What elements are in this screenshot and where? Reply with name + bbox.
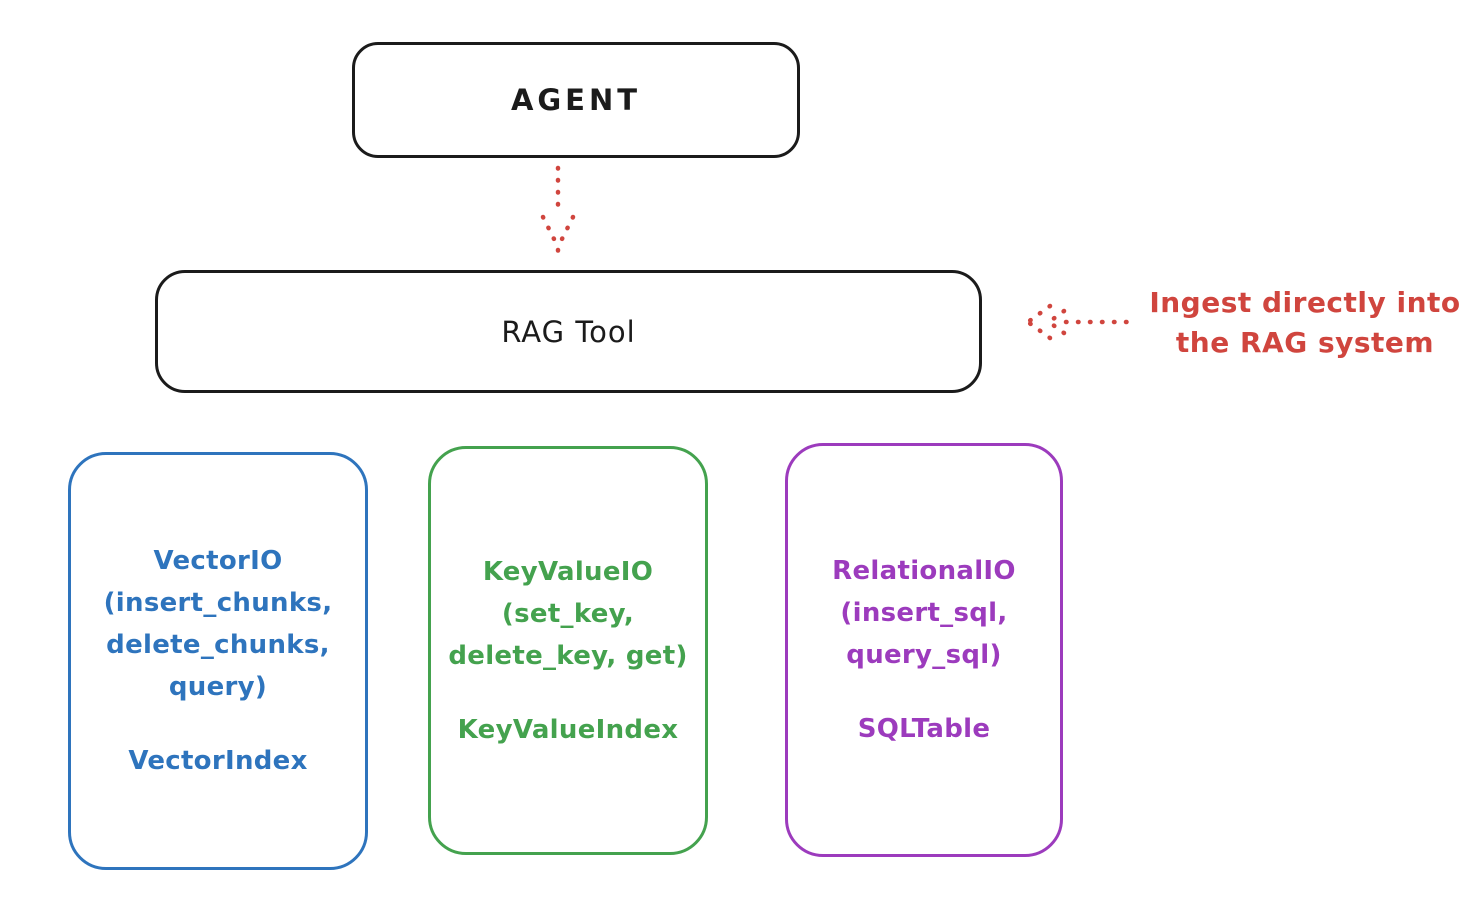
annotation-line-1: Ingest directly into	[1149, 286, 1461, 319]
rag-tool-node: RAG Tool	[155, 270, 982, 393]
keyvalue-index-label: KeyValueIndex	[457, 714, 679, 745]
annotation-line-2: the RAG system	[1175, 326, 1435, 359]
keyvalue-io-title: KeyValueIO	[482, 556, 654, 587]
relational-io-title: RelationalIO	[832, 556, 1016, 586]
sql-table-label: SQLTable	[857, 714, 991, 744]
annotation-text: Ingest directly into the RAG system	[1140, 283, 1470, 363]
vector-io-methods-line-3: query)	[168, 672, 268, 702]
agent-node: AGENT	[352, 42, 800, 158]
vector-io-box: VectorIO (insert_chunks, delete_chunks, …	[68, 452, 368, 870]
keyvalue-io-box: KeyValueIO (set_key, delete_key, get) Ke…	[428, 446, 708, 855]
vector-io-methods-line-1: (insert_chunks,	[103, 588, 333, 618]
keyvalue-io-methods-line-1: (set_key,	[501, 598, 635, 629]
relational-io-methods-line-2: query_sql)	[846, 640, 1002, 670]
rag-tool-label: RAG Tool	[501, 314, 636, 349]
agent-to-ragtool-arrow	[540, 165, 576, 258]
relational-io-box: RelationalIO (insert_sql, query_sql) SQL…	[785, 443, 1063, 857]
vector-index-label: VectorIndex	[128, 746, 308, 776]
annotation-arrow	[1025, 303, 1135, 341]
keyvalue-io-methods-line-2: delete_key, get)	[448, 640, 688, 671]
relational-io-methods-line-1: (insert_sql,	[840, 598, 1008, 628]
agent-label: AGENT	[510, 83, 642, 117]
vector-io-title: VectorIO	[153, 546, 283, 576]
vector-io-methods-line-2: delete_chunks,	[106, 630, 330, 660]
